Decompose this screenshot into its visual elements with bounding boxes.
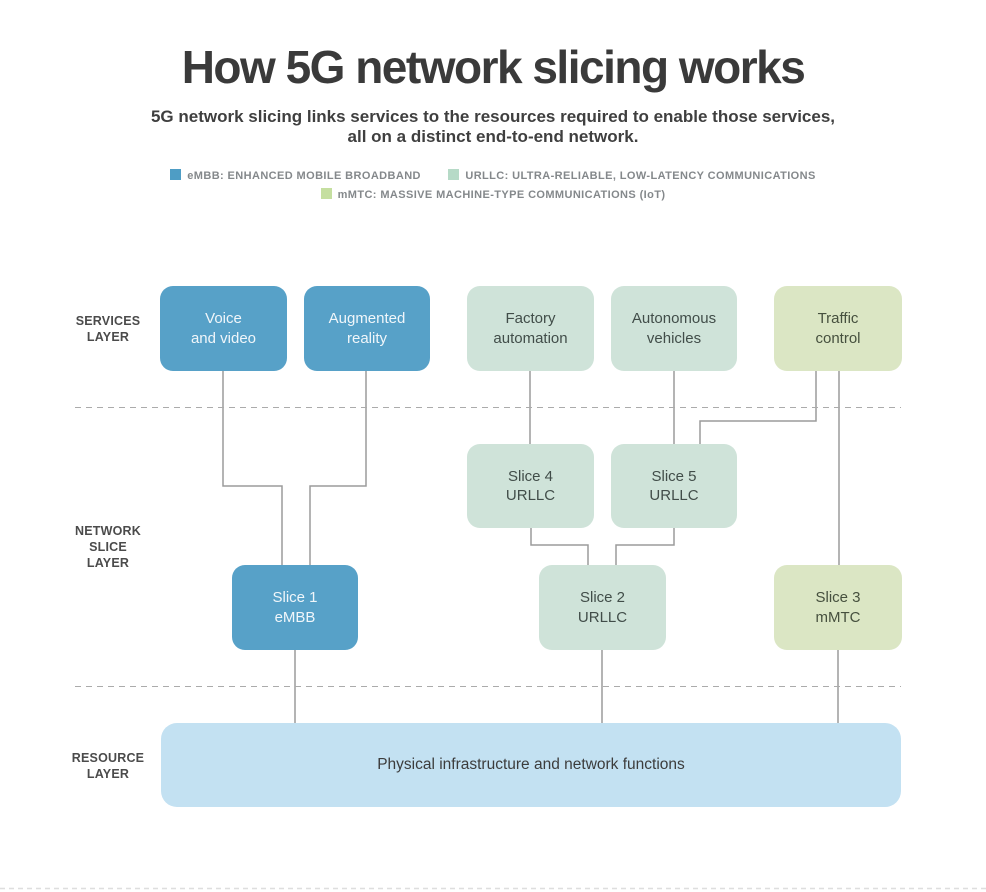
connector-traffic-to-slice5 [699, 371, 817, 444]
legend-label-urllc: URLLC: ULTRA-RELIABLE, LOW-LATENCY COMMU… [465, 170, 816, 182]
services-layer-label-line: SERVICES [75, 314, 141, 328]
services-layer-label: SERVICES LAYER [53, 313, 163, 345]
mmtc-color-swatch [320, 188, 332, 199]
connector-slice5-to-slice2 [615, 528, 675, 565]
slice-box-label: mMTC [815, 608, 861, 626]
service-box-label: automation [493, 329, 568, 347]
service-box-label: reality [346, 329, 387, 347]
legend-label-mmtc: mMTC: MASSIVE MACHINE-TYPE COMMUNICATION… [337, 189, 666, 201]
network-slice-layer-label-line: SLICE [89, 540, 127, 554]
service-box-voice-and-video: Voice and video [160, 286, 287, 371]
network-slice-layer-label-line: NETWORK [75, 524, 141, 538]
slice-box-label: eMBB [274, 608, 316, 626]
slice-box-slice5-urllc: Slice 5 URLLC [611, 444, 737, 528]
page-title: How 5G network slicing works [181, 41, 806, 93]
slice-box-slice2-urllc: Slice 2 URLLC [539, 565, 666, 650]
connector-slice4-to-slice2 [530, 528, 589, 565]
connector-augmented-to-slice1 [309, 371, 367, 565]
legend-item-mmtc: mMTC: MASSIVE MACHINE-TYPE COMMUNICATION… [320, 188, 666, 202]
service-box-traffic-control: Traffic control [774, 286, 902, 371]
legend-item-urllc: URLLC: ULTRA-RELIABLE, LOW-LATENCY COMMU… [448, 169, 815, 183]
slice-box-slice4-urllc: Slice 4 URLLC [467, 444, 594, 528]
slice-box-label: URLLC [505, 487, 556, 504]
resource-infrastructure-box: Physical infrastructure and network func… [161, 723, 901, 807]
embb-color-swatch [170, 169, 182, 180]
resource-box-label: Physical infrastructure and network func… [377, 756, 685, 773]
service-box-label: Augmented [328, 310, 406, 327]
service-box-label: and video [190, 329, 257, 347]
service-box-label: Factory [505, 310, 556, 327]
slice-box-label: URLLC [649, 487, 699, 504]
slice-box-label: Slice 4 [507, 467, 554, 485]
service-box-label: vehicles [646, 329, 702, 347]
slice-box-slice3-mmtc: Slice 3 mMTC [774, 565, 902, 650]
legend-row-2: mMTC: MASSIVE MACHINE-TYPE COMMUNICATION… [0, 188, 986, 207]
slice-box-slice1-embb: Slice 1 eMBB [232, 565, 358, 650]
service-box-augmented-reality: Augmented reality [304, 286, 430, 371]
services-layer-label-line: LAYER [86, 330, 130, 344]
page-subtitle: 5G network slicing links services to the… [0, 107, 986, 147]
urllc-color-swatch [448, 169, 460, 180]
slice-box-label: Slice 1 [272, 589, 318, 606]
subtitle-line-1: 5G network slicing links services to the… [150, 107, 836, 126]
connector-voice-to-slice1 [222, 371, 283, 565]
service-box-label: Autonomous [631, 310, 717, 327]
network-slice-layer-label: NETWORK SLICE LAYER [53, 523, 163, 571]
service-box-factory-automation: Factory automation [467, 286, 594, 371]
service-box-label: Traffic [817, 310, 859, 327]
legend-row-1: eMBB: ENHANCED MOBILE BROADBAND URLLC: U… [0, 169, 986, 188]
resource-layer-label: RESOURCE LAYER [53, 750, 163, 782]
service-box-label: Voice [205, 310, 242, 327]
service-box-autonomous-vehicles: Autonomous vehicles [611, 286, 737, 371]
legend-item-embb: eMBB: ENHANCED MOBILE BROADBAND [170, 169, 421, 183]
network-slice-layer-label-line: LAYER [86, 556, 130, 570]
resource-layer-label-line: LAYER [86, 767, 130, 781]
legend: eMBB: ENHANCED MOBILE BROADBAND URLLC: U… [0, 169, 986, 207]
service-box-label: control [815, 329, 861, 347]
slice-box-label: Slice 5 [651, 467, 697, 485]
resource-layer-label-line: RESOURCE [71, 751, 145, 765]
slice-box-label: Slice 3 [815, 589, 861, 606]
slice-box-label: Slice 2 [579, 589, 626, 606]
legend-label-embb: eMBB: ENHANCED MOBILE BROADBAND [187, 170, 421, 182]
subtitle-line-2: all on a distinct end-to-end network. [347, 127, 639, 146]
slice-box-label: URLLC [577, 608, 628, 626]
